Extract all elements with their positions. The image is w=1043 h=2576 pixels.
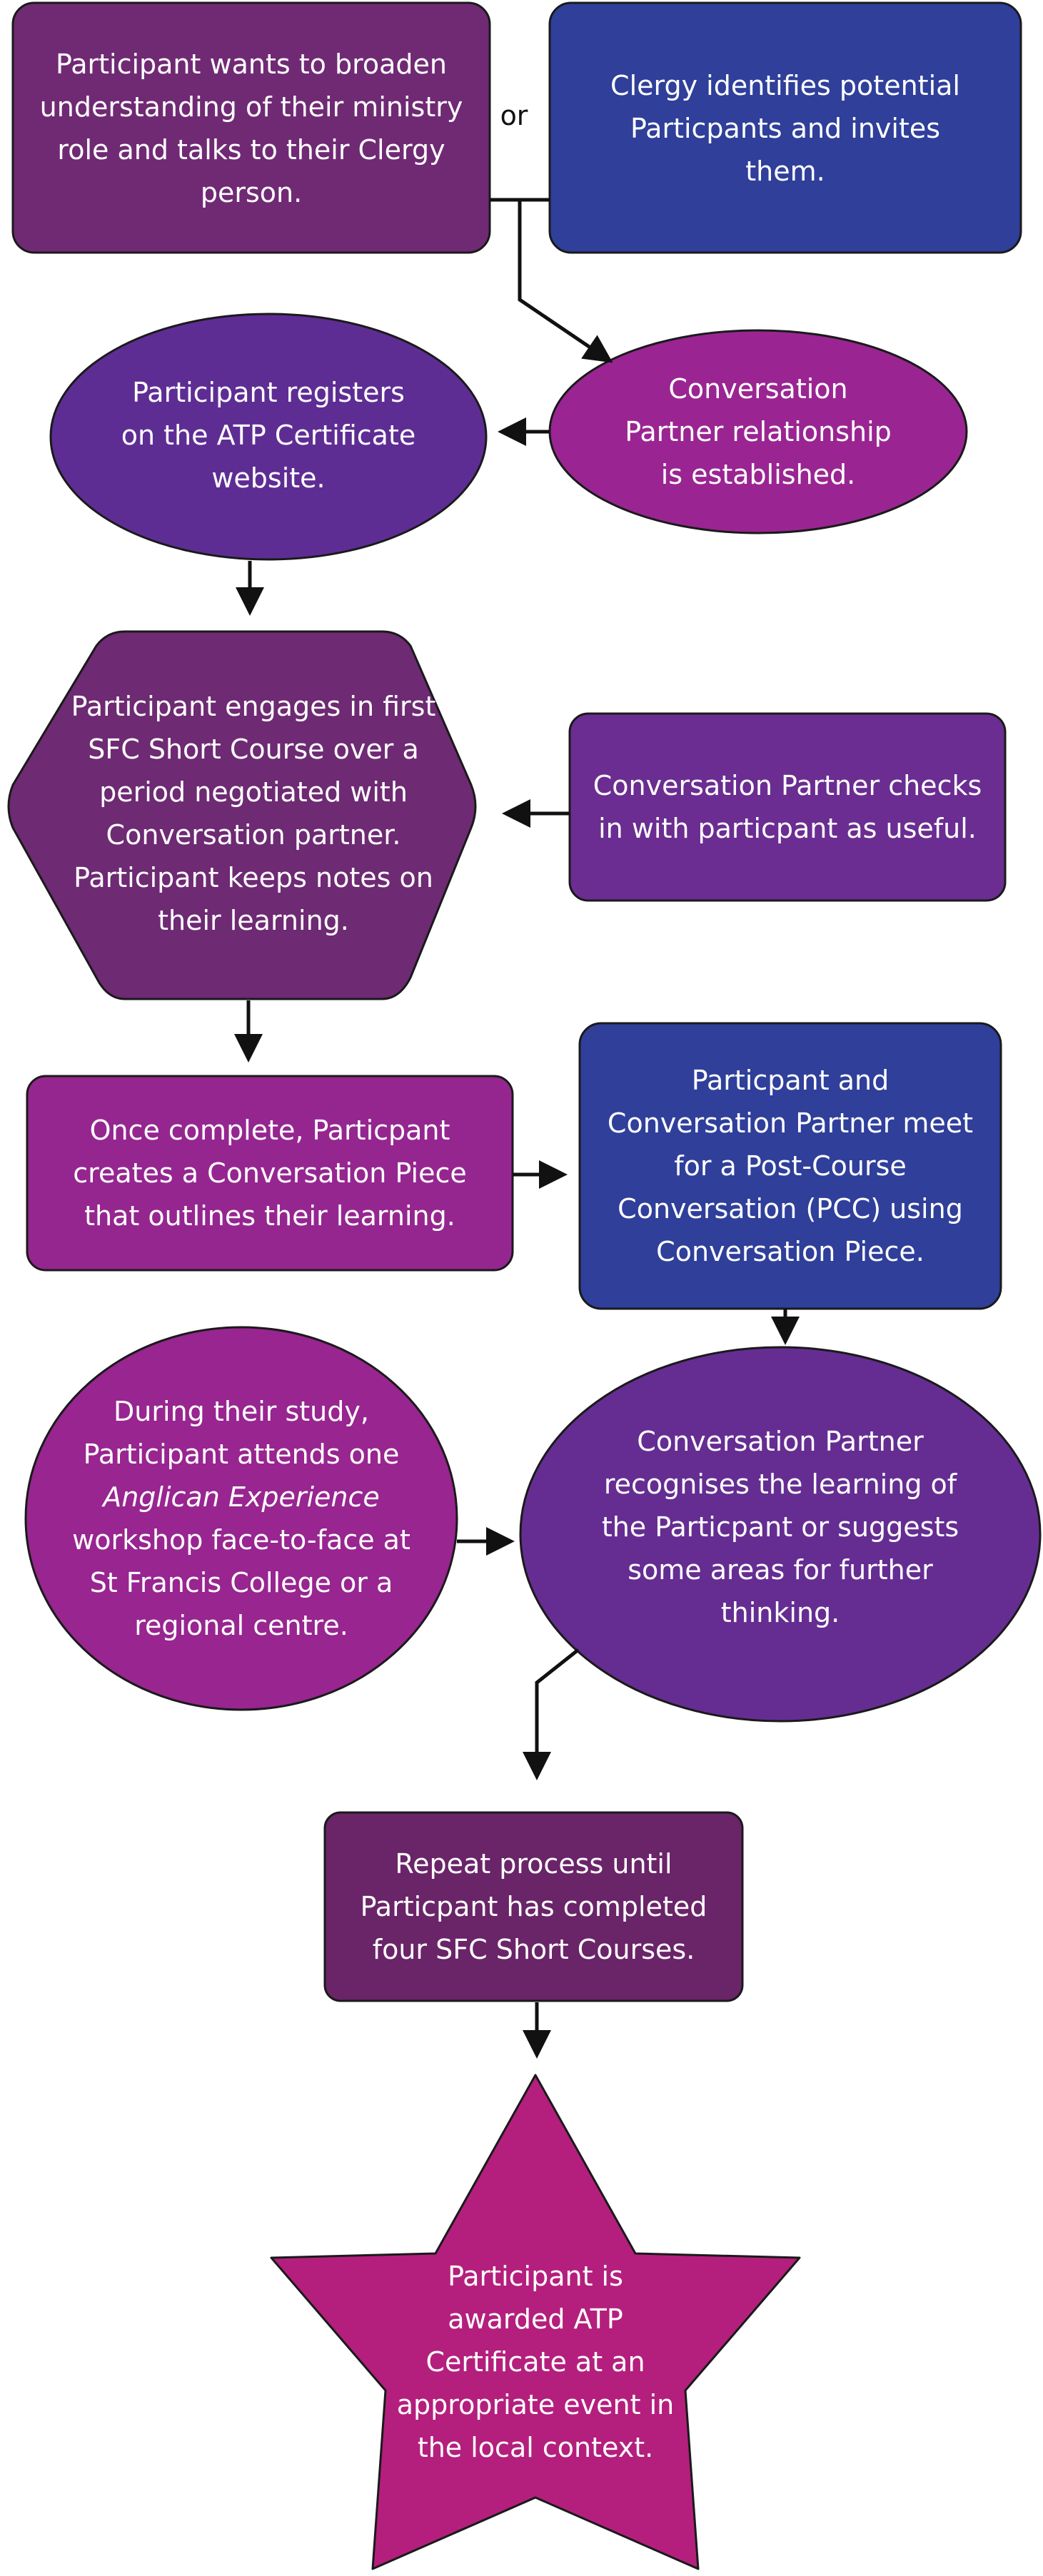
clergy-identifies-text: Clergy identifies potential Particpants … (593, 14, 978, 243)
registers-label: Participant registers on the ATP Certifi… (121, 377, 416, 494)
participant-wants-box (11, 1, 491, 254)
workshop-text-italic: Anglican Experience (103, 1481, 380, 1513)
partner-checks-label: Conversation Partner checks in with part… (593, 770, 982, 844)
partner-relationship-label: Conversation Partner relationship is est… (625, 373, 892, 490)
workshop-text: During their study, Participant attends … (71, 1356, 411, 1681)
participant-wants-text: Participant wants to broaden understandi… (27, 14, 475, 243)
or-label: or (500, 100, 528, 131)
repeat-label: Repeat process until Particpant has comp… (360, 1848, 707, 1965)
partner-checks-text: Conversation Partner checks in with part… (593, 721, 982, 893)
workshop-text-pre: During their study, Participant attends … (83, 1396, 400, 1470)
repeat-text: Repeat process until Particpant has comp… (343, 1820, 725, 1994)
registers-text: Participant registers on the ATP Certifi… (114, 335, 423, 535)
awarded-label: Participant is awarded ATP Certificate a… (396, 2261, 675, 2463)
partner-relationship-text: Conversation Partner relationship is est… (621, 343, 895, 521)
awarded-star (270, 2074, 801, 2570)
pcc-meeting-text: Particpant and Conversation Partner meet… (607, 1032, 974, 1300)
recognises-label: Conversation Partner recognises the lear… (601, 1426, 959, 1628)
recognises-text: Conversation Partner recognises the lear… (593, 1391, 968, 1663)
clergy-identifies-label: Clergy identifies potential Particpants … (610, 70, 960, 187)
recognises-ellipse (519, 1346, 1042, 1723)
clergy-identifies-box (548, 1, 1022, 254)
awarded-text: Participant is awarded ATP Certificate a… (386, 2241, 685, 2483)
workshop-text-post: workshop face-to-face at St Francis Coll… (72, 1524, 410, 1641)
first-course-text: Participant engages in first SFC Short C… (64, 642, 443, 985)
participant-wants-label: Participant wants to broaden understandi… (39, 49, 463, 208)
partner-checks-box (568, 712, 1007, 902)
first-course-hexagon (7, 630, 477, 1000)
pcc-meeting-label: Particpant and Conversation Partner meet… (607, 1065, 974, 1267)
arrow-to-partner-relationship (490, 198, 604, 357)
pcc-meeting-box (578, 1022, 1002, 1310)
repeat-box (323, 1811, 744, 2002)
conversation-piece-label: Once complete, Particpant creates a Conv… (73, 1115, 467, 1232)
workshop-circle (24, 1326, 458, 1711)
arrow-recognises-to-repeat (523, 1648, 580, 1780)
conversation-piece-text: Once complete, Particpant creates a Conv… (50, 1082, 490, 1264)
connectors (234, 198, 800, 2059)
first-course-label: Participant engages in first SFC Short C… (71, 691, 436, 936)
registers-ellipse (49, 313, 488, 561)
workshop-label: During their study, Participant attends … (71, 1390, 411, 1647)
